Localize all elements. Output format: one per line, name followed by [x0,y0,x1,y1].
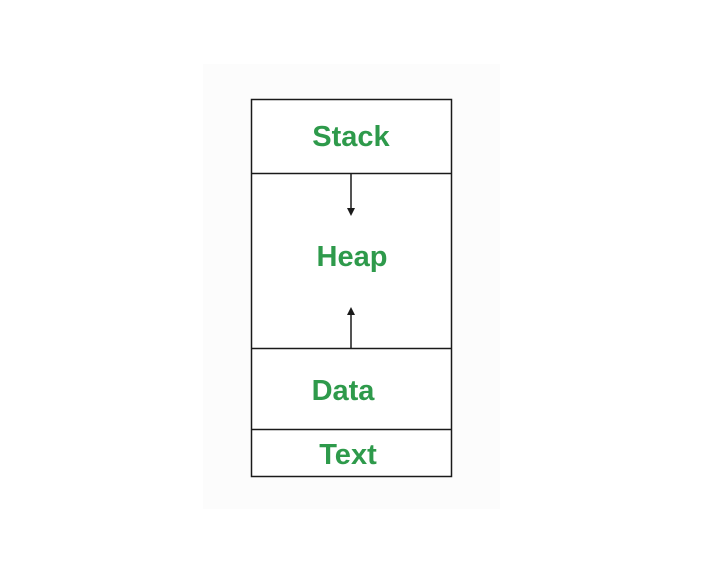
segment-label-text: Text [319,439,377,471]
memory-block-outline [250,98,453,478]
segment-label-data: Data [312,375,376,407]
segment-label-stack: Stack [312,121,390,153]
segment-label-heap: Heap [317,241,388,273]
